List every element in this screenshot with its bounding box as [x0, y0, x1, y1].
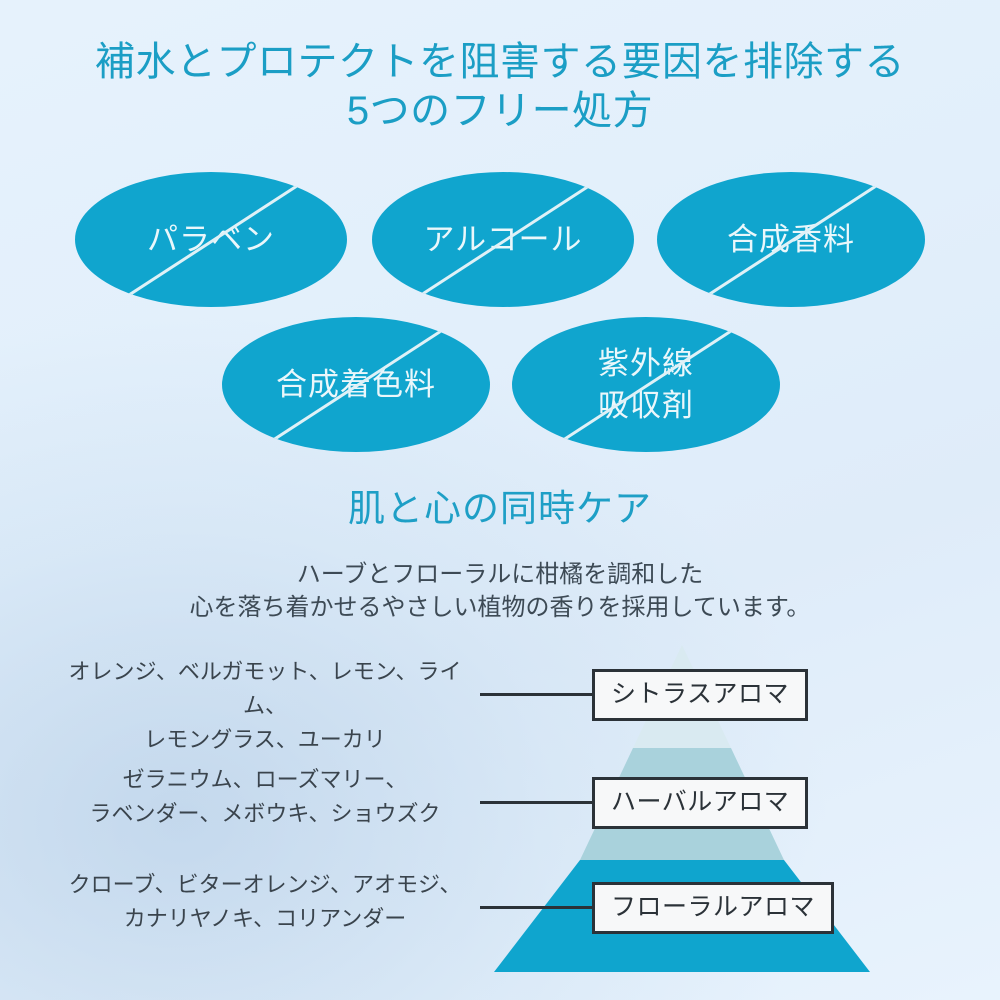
strike-through-icon	[657, 172, 925, 307]
strike-through-icon	[512, 317, 780, 452]
strike-through-icon	[372, 172, 634, 307]
aroma-ingredients-text: ゼラニウム、ローズマリー、 ラベンダー、メボウキ、ショウズク	[89, 767, 441, 826]
aroma-box-floral[interactable]: フローラルアロマ	[592, 882, 835, 934]
aroma-box-citrus[interactable]: シトラスアロマ	[592, 669, 809, 721]
aroma-row: ゼラニウム、ローズマリー、 ラベンダー、メボウキ、ショウズク ハーバルアロマ	[0, 763, 1000, 843]
aroma-section-subtitle: ハーブとフローラルに柑橘を調和した 心を落ち着かせるやさしい植物の香りを採用して…	[189, 561, 811, 621]
free-ingredient-ellipse-synthetic-fragrance: 合成香料	[657, 172, 925, 307]
aroma-section-heading: 肌と心の同時ケア	[348, 488, 652, 529]
free-ingredient-ellipse-uv-absorber: 紫外線 吸収剤	[512, 317, 780, 452]
connector-line	[480, 693, 592, 696]
connector-line	[480, 801, 592, 804]
free-ingredient-label: 紫外線 吸収剤	[598, 345, 694, 423]
aroma-row: クローブ、ビターオレンジ、アオモジ、 カナリヤノキ、コリアンダー フローラルアロ…	[0, 868, 1000, 948]
aroma-box-herbal[interactable]: ハーバルアロマ	[592, 777, 809, 829]
page-title-line-2: 5つのフリー処方	[346, 89, 654, 133]
aroma-row: オレンジ、ベルガモット、レモン、ライム、 レモングラス、ユーカリ シトラスアロマ	[0, 655, 1000, 752]
strike-through-icon	[222, 317, 490, 452]
free-ingredient-ellipse-alcohol: アルコール	[372, 172, 634, 307]
strike-through-icon	[75, 172, 347, 307]
free-ingredient-ellipse-paraben: パラベン	[75, 172, 347, 307]
page-title: 補水とプロテクトを阻害する要因を排除する 5つのフリー処方	[0, 38, 1000, 136]
aroma-ingredients-text: オレンジ、ベルガモット、レモン、ライム、 レモングラス、ユーカリ	[68, 659, 462, 752]
connector-line	[480, 906, 592, 909]
free-ingredient-ellipse-synthetic-colorant: 合成着色料	[222, 317, 490, 452]
page-title-line-1: 補水とプロテクトを阻害する要因を排除する	[95, 40, 905, 84]
aroma-ingredients-text: クローブ、ビターオレンジ、アオモジ、 カナリヤノキ、コリアンダー	[68, 872, 462, 931]
